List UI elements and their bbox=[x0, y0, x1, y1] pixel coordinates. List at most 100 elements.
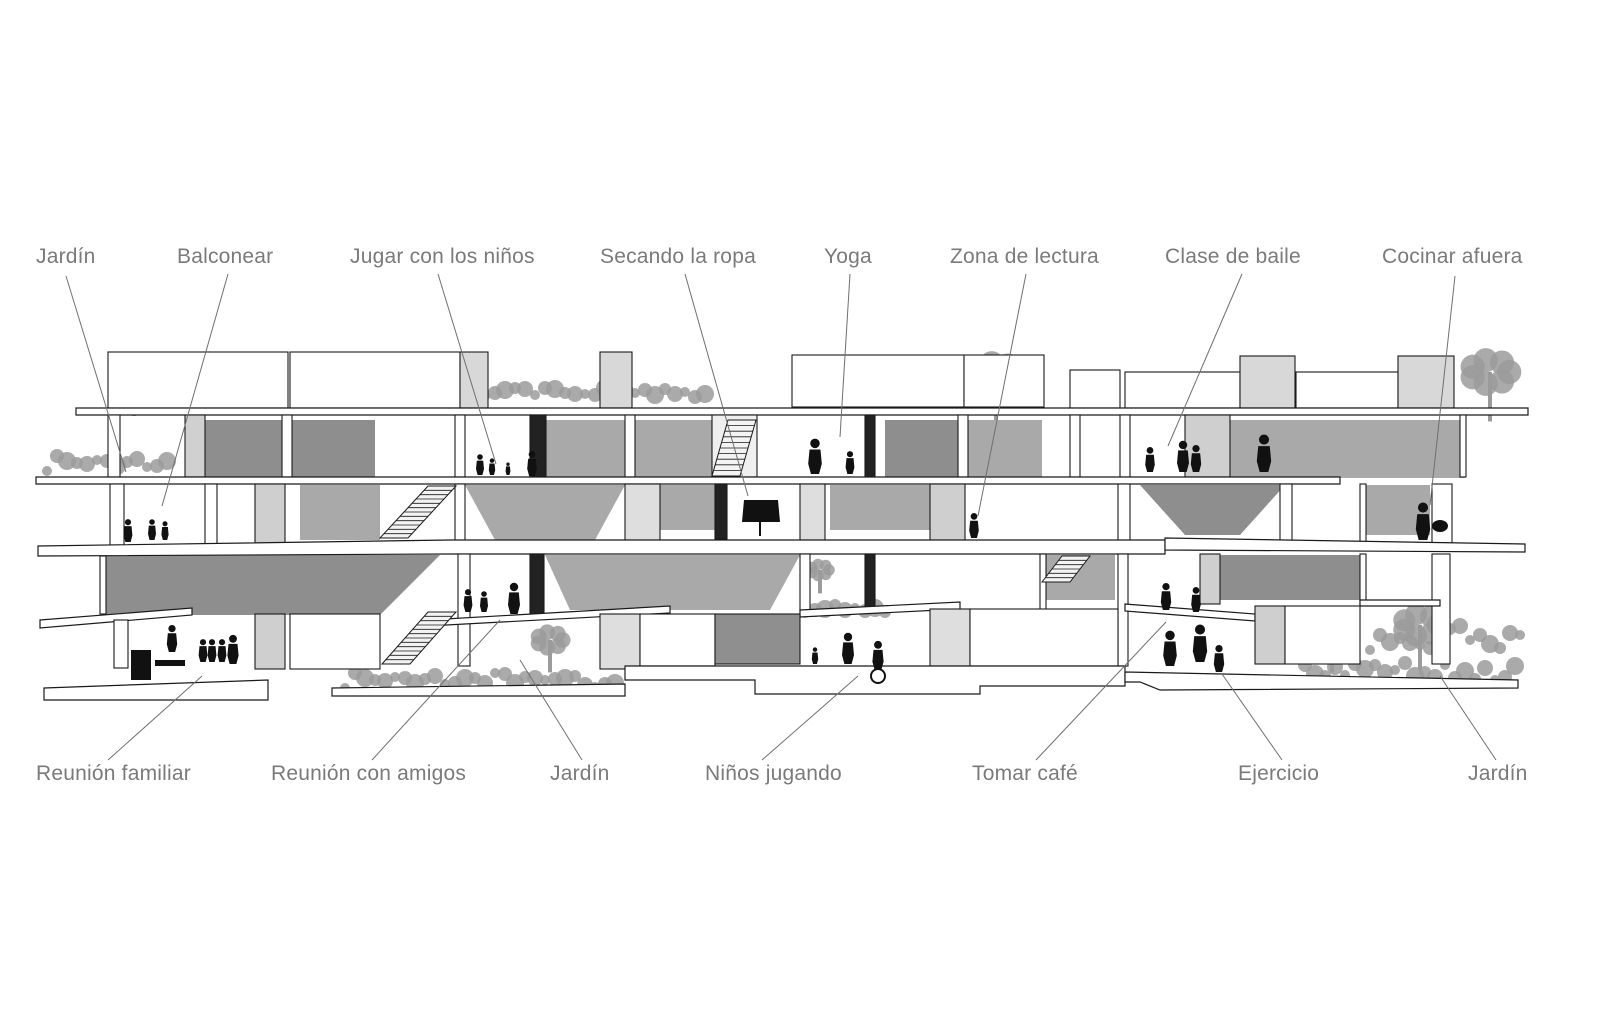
people-exercise bbox=[1192, 624, 1208, 662]
people-friends-meeting bbox=[463, 589, 473, 612]
label-tomar-cafe: Tomar café bbox=[972, 762, 1078, 785]
roof-parapet-2 bbox=[289, 351, 461, 409]
leader-ninos-jugando bbox=[761, 675, 859, 761]
shade-plane bbox=[635, 420, 712, 478]
roof-louver-4 bbox=[1397, 355, 1455, 409]
column bbox=[1359, 553, 1367, 605]
shade-plane bbox=[545, 555, 800, 610]
column bbox=[1431, 553, 1451, 665]
grill-silhouette bbox=[1432, 520, 1448, 532]
louver bbox=[929, 483, 966, 547]
building-structure bbox=[35, 351, 1529, 701]
shade-plane bbox=[465, 485, 625, 540]
label-jardin-right: Jardín bbox=[1468, 762, 1528, 785]
column bbox=[109, 483, 125, 547]
leader-reunion-amigos bbox=[371, 619, 501, 761]
column bbox=[957, 414, 969, 478]
roof-slab bbox=[75, 407, 1529, 416]
dark-column bbox=[529, 553, 545, 615]
ground-wall bbox=[969, 608, 1119, 667]
column bbox=[99, 555, 107, 615]
leader-ejercicio bbox=[1221, 673, 1283, 761]
label-ninos-jugando: Niños jugando bbox=[705, 762, 842, 785]
roof-parapet-4 bbox=[963, 354, 1045, 408]
leader-lines bbox=[65, 273, 1497, 761]
column bbox=[1459, 414, 1467, 478]
leader-balconear bbox=[161, 273, 229, 507]
people-friends-meeting bbox=[480, 591, 488, 612]
balcony-slab-far-right bbox=[1359, 599, 1441, 607]
laundry-silhouette bbox=[742, 500, 780, 522]
people-dance-class bbox=[1190, 444, 1202, 472]
column bbox=[281, 414, 293, 478]
people-playing-kids bbox=[488, 458, 496, 475]
balcony-slab-right bbox=[1124, 603, 1256, 622]
label-balconear: Balconear bbox=[177, 245, 274, 268]
person-reading bbox=[969, 513, 979, 538]
people-balcony bbox=[123, 519, 133, 542]
people-dance-class bbox=[1256, 434, 1272, 472]
roof-parapet-3 bbox=[791, 354, 965, 408]
shade-plane bbox=[300, 485, 380, 540]
louver bbox=[1199, 553, 1221, 605]
shade-plane bbox=[545, 420, 625, 478]
label-reunion-familiar: Reunión familiar bbox=[36, 762, 191, 785]
ground-opening bbox=[714, 613, 801, 665]
tree-roof-right bbox=[1460, 348, 1522, 422]
people-playing-kids bbox=[527, 451, 537, 476]
stair-ground-floor bbox=[380, 611, 458, 665]
people-coffee bbox=[1191, 587, 1201, 612]
person-yoga-seated bbox=[845, 451, 855, 474]
column bbox=[624, 414, 636, 478]
leader-cocinar-afuera bbox=[1429, 275, 1456, 506]
tree-ground-mid bbox=[530, 624, 571, 673]
person-bicycle bbox=[872, 640, 884, 670]
roof-parapet-5 bbox=[1069, 369, 1121, 409]
people-silhouettes bbox=[123, 434, 1448, 684]
people-family-meeting bbox=[198, 639, 208, 662]
label-clase-baile: Clase de baile bbox=[1165, 245, 1301, 268]
label-secando-ropa: Secando la ropa bbox=[600, 245, 756, 268]
leader-yoga bbox=[839, 273, 851, 438]
roof-louver-3 bbox=[1239, 355, 1296, 409]
louver bbox=[254, 483, 286, 547]
column bbox=[1359, 483, 1367, 547]
shade-plane bbox=[1220, 555, 1360, 600]
people-coffee bbox=[1160, 582, 1172, 610]
person-cooking bbox=[1415, 502, 1431, 540]
label-yoga: Yoga bbox=[824, 245, 872, 268]
roof-parapet-7 bbox=[1295, 371, 1399, 409]
leader-jardin-bottom bbox=[519, 659, 583, 761]
louver bbox=[799, 483, 826, 547]
stair-small-right bbox=[1040, 555, 1092, 583]
person-yoga bbox=[808, 438, 822, 474]
people-family-meeting bbox=[217, 639, 227, 662]
leader-jugar-ninos bbox=[437, 273, 497, 465]
people-friends-meeting bbox=[508, 582, 520, 614]
label-jardin-top: Jardín bbox=[36, 245, 96, 268]
column bbox=[454, 483, 466, 547]
shade-plane bbox=[1140, 485, 1285, 535]
shade-plane bbox=[660, 485, 715, 530]
second-floor-slab bbox=[37, 539, 1166, 557]
shade-plane bbox=[1365, 485, 1430, 535]
label-jugar-ninos: Jugar con los niños bbox=[350, 245, 535, 268]
people-balcony bbox=[148, 519, 156, 540]
leader-tomar-cafe bbox=[1035, 621, 1167, 761]
ground-wall bbox=[289, 613, 381, 670]
balcony-slab-left bbox=[39, 607, 193, 629]
ground-wall bbox=[1284, 605, 1361, 665]
table-silhouette bbox=[131, 650, 151, 680]
louver bbox=[254, 613, 286, 670]
louver bbox=[184, 414, 206, 478]
column bbox=[1117, 483, 1131, 547]
label-ejercicio: Ejercicio bbox=[1238, 762, 1320, 785]
ground-plinth-left bbox=[43, 679, 269, 701]
label-jardin-bottom: Jardín bbox=[550, 762, 610, 785]
label-reunion-amigos: Reunión con amigos bbox=[271, 762, 467, 785]
dark-column bbox=[864, 553, 876, 610]
column bbox=[113, 619, 129, 669]
label-cocinar-afuera: Cocinar afuera bbox=[1382, 245, 1523, 268]
bench-silhouette bbox=[155, 660, 185, 666]
people-balcony bbox=[161, 521, 169, 540]
